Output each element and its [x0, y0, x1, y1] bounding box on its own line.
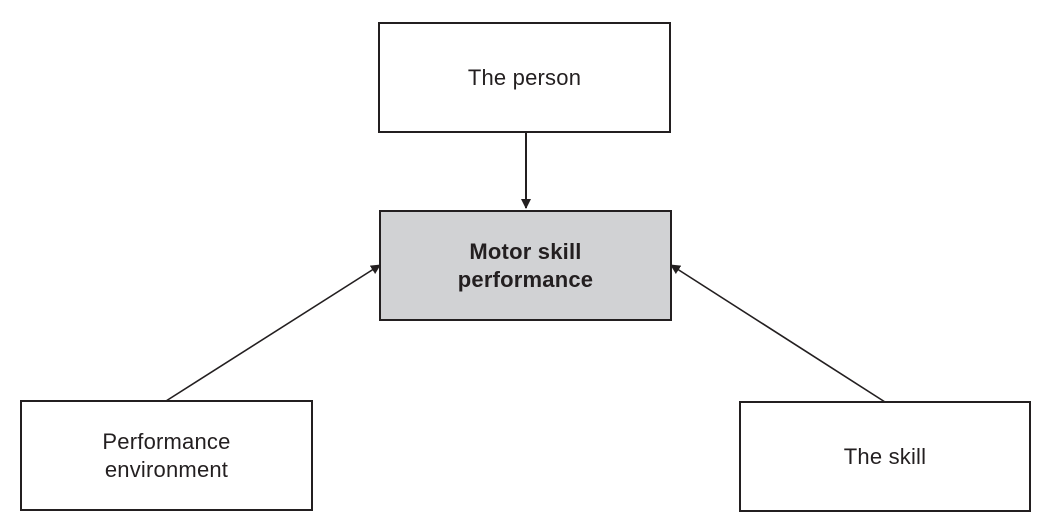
motor-skill-performance-label: Motor skill performance — [457, 238, 594, 292]
arrow-skill-to-performance — [670, 264, 886, 403]
motor-skill-performance-box: Motor skill performance — [379, 210, 672, 321]
arrow-environment-to-performance — [165, 264, 381, 402]
person-label: The person — [467, 64, 582, 90]
person-box: The person — [378, 22, 671, 133]
performance-environment-box: Performance environment — [20, 400, 313, 511]
performance-environment-label: Performance environment — [102, 428, 231, 482]
skill-label: The skill — [843, 443, 927, 469]
skill-box: The skill — [739, 401, 1031, 512]
